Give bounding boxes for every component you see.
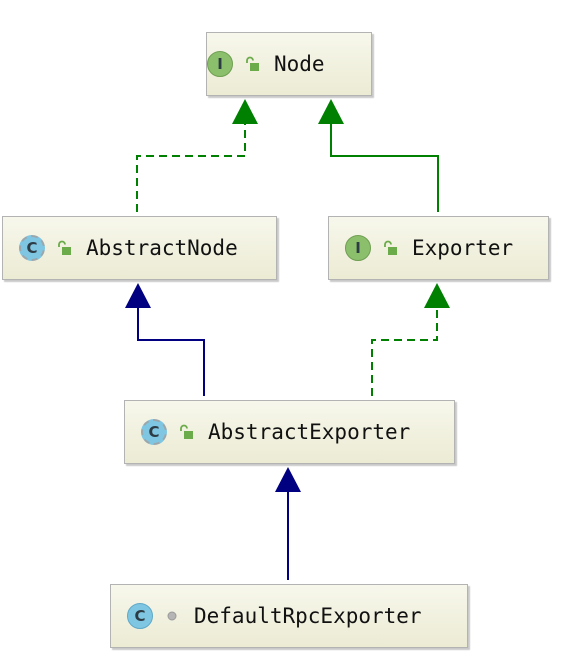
abstract-class-icon: C [141, 419, 167, 445]
arrowhead-triangle [275, 467, 301, 492]
edge-line [330, 123, 439, 212]
arrowhead-triangle [424, 283, 450, 308]
class-name-label: DefaultRpcExporter [194, 604, 422, 628]
class-name-label: AbstractExporter [208, 420, 411, 444]
abstract-class-icon: C [19, 235, 45, 261]
public-visibility-icon [246, 56, 259, 71]
edge-line [137, 307, 205, 396]
edge-abstract-exporter-extends-abstract-node [125, 283, 205, 396]
node-interface-box[interactable]: I Node [206, 32, 372, 96]
class-name-label: Exporter [412, 236, 514, 260]
public-visibility-icon [58, 240, 71, 255]
arrowhead-triangle [125, 283, 151, 308]
arrowhead-triangle [318, 99, 344, 124]
interface-icon: I [345, 235, 371, 261]
public-visibility-icon [180, 424, 193, 439]
edge-abstract-node-implements-node [136, 99, 258, 212]
arrowhead-triangle [232, 99, 258, 124]
abstract-node-class-box[interactable]: C AbstractNode [2, 216, 277, 280]
class-name-label: Node [274, 52, 325, 76]
public-visibility-icon [384, 240, 397, 255]
default-rpc-exporter-class-box[interactable]: C DefaultRpcExporter [110, 584, 468, 648]
edge-abstract-exporter-implements-exporter [371, 283, 450, 396]
edge-line [371, 307, 438, 396]
edge-line [136, 123, 246, 212]
class-icon: C [127, 603, 153, 629]
interface-icon: I [207, 51, 233, 77]
exporter-interface-box[interactable]: I Exporter [328, 216, 549, 280]
edge-default-rpc-exporter-extends-abstract-exporter [275, 467, 301, 580]
class-name-label: AbstractNode [86, 236, 238, 260]
package-private-visibility-icon [167, 611, 177, 621]
edge-exporter-extends-node [318, 99, 439, 212]
abstract-exporter-class-box[interactable]: C AbstractExporter [124, 400, 455, 464]
